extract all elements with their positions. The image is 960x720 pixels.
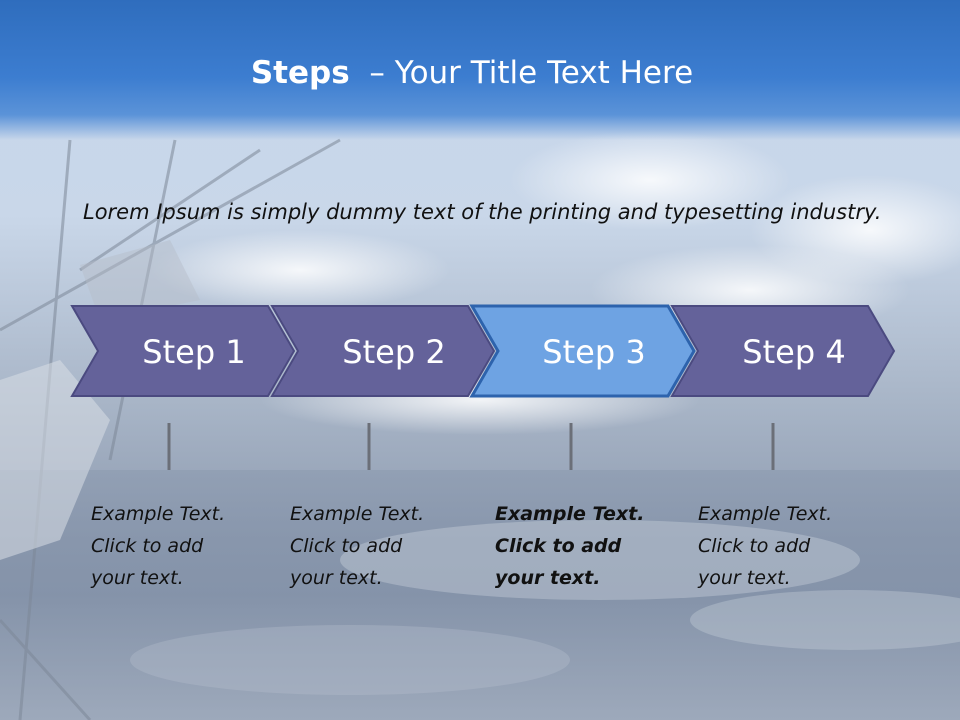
step-1-note[interactable]: Example Text. Click to add your text.: [91, 503, 226, 589]
step-2-label: Step 2: [342, 333, 445, 371]
header-band: [0, 0, 960, 140]
step-3-note[interactable]: Example Text. Click to add your text.: [495, 503, 645, 589]
step-1-label: Step 1: [142, 333, 245, 371]
step-3-chevron: [469, 304, 696, 398]
step-1-chevron: [70, 305, 296, 397]
step-4-chevron: [670, 305, 896, 397]
step-4-note[interactable]: Example Text. Click to add your text.: [698, 503, 833, 589]
title-rest: – Your Title Text Here: [369, 55, 694, 91]
slide-title: Steps – Your Title Text Here: [0, 55, 944, 91]
step-4-label: Step 4: [742, 333, 845, 371]
title-bold: Steps: [250, 55, 350, 91]
step-2-chevron: [270, 305, 496, 397]
intro-text: Lorem Ipsum is simply dummy text of the …: [83, 200, 882, 224]
step-3-label: Step 3: [542, 333, 645, 371]
step-2-note[interactable]: Example Text. Click to add your text.: [290, 503, 425, 589]
